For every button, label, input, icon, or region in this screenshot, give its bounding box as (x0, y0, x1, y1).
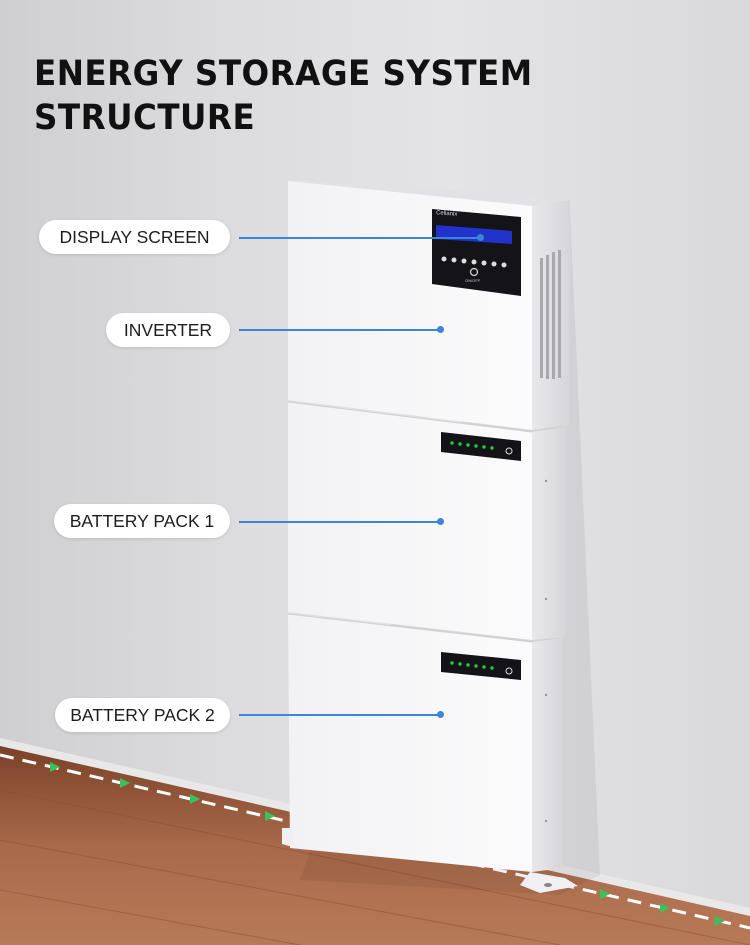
floor-arrow-markers (50, 762, 725, 926)
inverter-marker (437, 326, 444, 333)
display-panel (432, 209, 521, 296)
vent-grille (540, 250, 561, 379)
left-foot (282, 828, 296, 848)
unit-top (288, 180, 570, 208)
display-screen-marker (477, 234, 484, 241)
inverter-label: INVERTER (106, 313, 230, 347)
display-screen-leader (239, 237, 479, 239)
battery-pack-1-marker (437, 518, 444, 525)
battery-pack-2-module (287, 613, 563, 872)
battery-pack-2-marker (437, 711, 444, 718)
battery-pack-2-label: BATTERY PACK 2 (55, 698, 230, 732)
right-foot (520, 872, 578, 893)
title-line-2: STRUCTURE (34, 98, 256, 138)
lcd-screen (436, 225, 512, 244)
inverter-leader (239, 329, 440, 331)
battery-2-leds (450, 661, 494, 670)
battery-pack-1-label: BATTERY PACK 1 (54, 504, 230, 538)
battery-1-leds (450, 441, 494, 450)
display-screen-label: DISPLAY SCREEN (39, 220, 230, 254)
page-title: ENERGY STORAGE SYSTEM STRUCTURE (34, 52, 533, 140)
title-line-1: ENERGY STORAGE SYSTEM (34, 54, 533, 94)
power-label: ON/OFF (465, 278, 481, 283)
inverter-module (288, 181, 570, 430)
battery-pack-2-leader (239, 714, 440, 716)
battery-pack-1-leader (239, 521, 440, 523)
